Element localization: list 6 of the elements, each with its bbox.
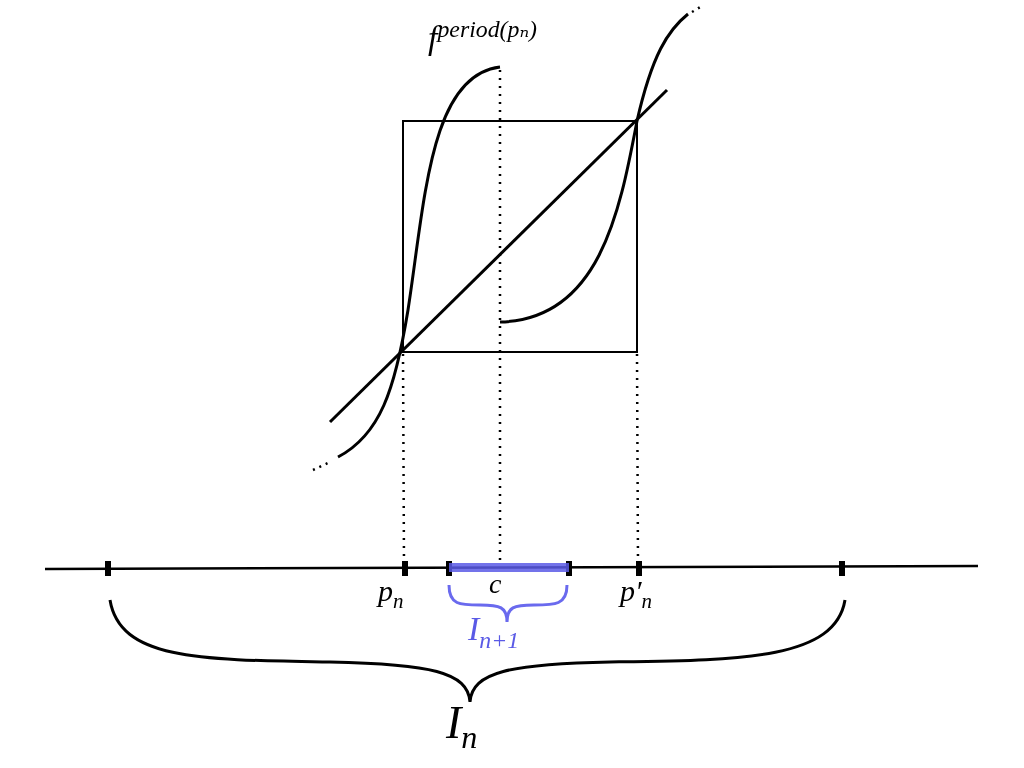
interval-label: I$_{n}$ <box>446 700 478 754</box>
point-label: p′$_{n}$ <box>620 576 653 612</box>
function-label: f$^{period(pₙ)}$ <box>428 18 537 56</box>
point-label: c <box>489 570 502 598</box>
point-label: p$_{n}$ <box>378 576 404 612</box>
interval-label: I$_{n+1}$ <box>468 612 520 653</box>
